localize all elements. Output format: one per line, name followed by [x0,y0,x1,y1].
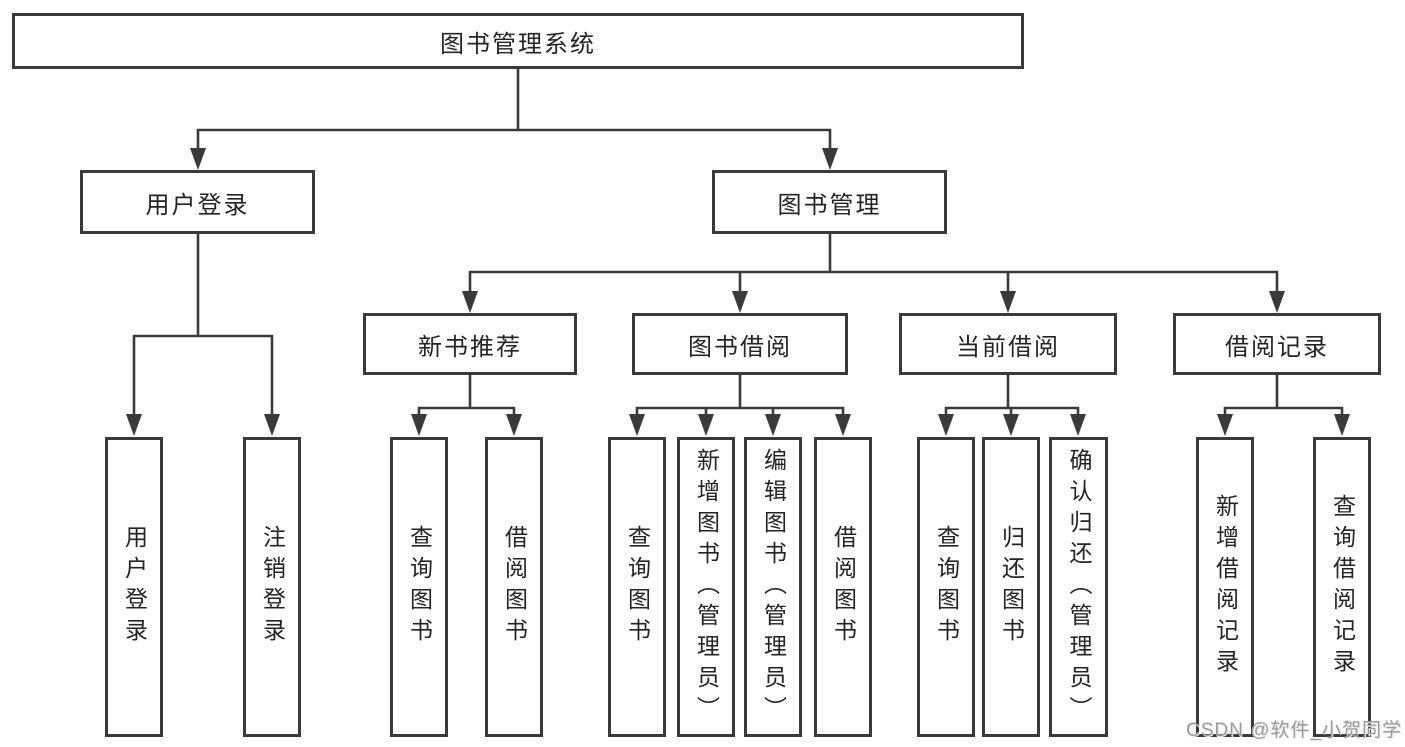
node-book-borrowing: 图书借阅 [632,313,848,375]
node-borrow-records: 借阅记录 [1173,313,1381,375]
node-new-book-recommend: 新书推荐 [363,313,577,375]
csdn-watermark: CSDN @软件_小贺同学 [1186,720,1402,741]
node-current-borrowing: 当前借阅 [899,313,1117,375]
leaf-borrowing-borrow-books: 借阅图书 [814,437,872,737]
arrowheads [126,148,1350,436]
leaf-add-borrow-record: 新增借阅记录 [1196,437,1254,737]
leaf-edit-book-admin: 编辑图书（管理员） [744,437,802,737]
node-library-management-system: 图书管理系统 [12,13,1024,69]
leaf-confirm-return-admin: 确认归还（管理员） [1049,437,1108,737]
leaf-user-login: 用户登录 [105,437,163,737]
leaf-borrowing-query-books: 查询图书 [608,437,666,737]
leaf-query-borrow-record: 查询借阅记录 [1313,437,1371,737]
leaf-add-book-admin: 新增图书（管理员） [677,437,735,737]
leaf-logout: 注销登录 [243,437,301,737]
leaf-recommend-borrow-books: 借阅图书 [485,437,543,737]
leaf-recommend-query-books: 查询图书 [390,437,448,737]
node-book-management: 图书管理 [712,170,947,234]
leaf-current-query-books: 查询图书 [917,437,975,737]
node-user-login: 用户登录 [80,170,315,234]
leaf-return-book: 归还图书 [982,437,1040,737]
